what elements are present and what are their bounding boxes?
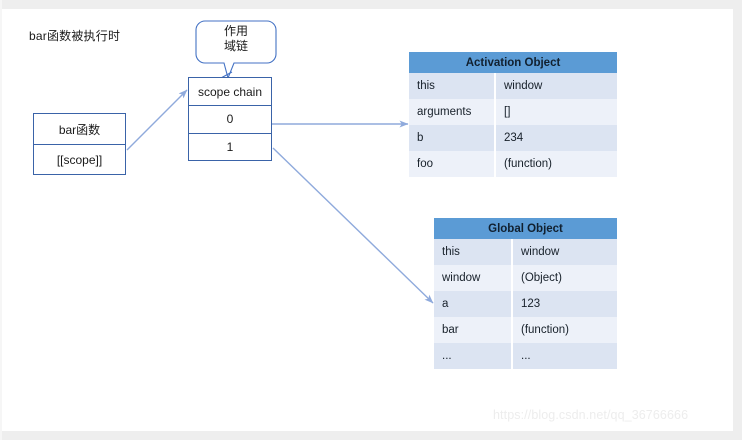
bar-function-name: bar函数: [58, 122, 101, 137]
page-edge-top: [0, 0, 742, 9]
global-object-key: a: [434, 291, 513, 317]
global-object-key: window: [434, 265, 513, 291]
global-object-value: 123: [512, 291, 618, 317]
arrow-scope-to-scopechain: [126, 89, 188, 151]
scope-chain-entry-0: 0: [189, 105, 271, 132]
table-row: bar (function): [434, 317, 618, 343]
table-row: foo (function): [409, 151, 618, 177]
callout-label: 作用 域链: [210, 24, 262, 54]
global-object-key: this: [434, 239, 513, 265]
page-edge-left: [0, 0, 2, 440]
scope-chain-entry-1: 1: [189, 132, 271, 160]
bar-function-box: bar函数 [[scope]]: [33, 113, 126, 175]
activation-object-value: 234: [495, 125, 618, 151]
callout-label-line1: 作用: [223, 24, 248, 38]
bar-function-scope-property: [[scope]]: [34, 144, 125, 174]
activation-object-key: this: [409, 73, 496, 99]
scope-chain-box: scope chain 0 1: [188, 77, 272, 161]
activation-object-key: b: [409, 125, 496, 151]
table-row: window (Object): [434, 265, 618, 291]
activation-object-title: Activation Object: [409, 52, 618, 73]
table-row: a 123: [434, 291, 618, 317]
diagram-title: bar函数被执行时: [29, 29, 121, 43]
activation-object-key: foo: [409, 151, 496, 177]
activation-object-value: []: [495, 99, 618, 125]
activation-object-table: Activation Object this window arguments …: [409, 52, 618, 177]
activation-object-key: arguments: [409, 99, 496, 125]
global-object-table: Global Object this window window (Object…: [434, 218, 618, 369]
table-row: this window: [434, 239, 618, 265]
page-edge-right: [733, 0, 742, 440]
table-row: b 234: [409, 125, 618, 151]
global-object-key: bar: [434, 317, 513, 343]
watermark-text: https://blog.csdn.net/qq_36766666: [493, 408, 689, 422]
activation-object-value: (function): [495, 151, 618, 177]
global-object-value: (function): [512, 317, 618, 343]
global-object-title: Global Object: [434, 218, 618, 239]
global-object-key: ...: [434, 343, 513, 369]
table-row: arguments []: [409, 99, 618, 125]
scope-chain-header: scope chain: [197, 84, 263, 99]
global-object-value: window: [512, 239, 618, 265]
global-object-value: ...: [512, 343, 618, 369]
table-row: this window: [409, 73, 618, 99]
page-edge-bottom: [0, 431, 742, 440]
callout-label-line2: 域链: [223, 39, 248, 53]
global-object-value: (Object): [512, 265, 618, 291]
activation-object-value: window: [495, 73, 618, 99]
table-row: ... ...: [434, 343, 618, 369]
